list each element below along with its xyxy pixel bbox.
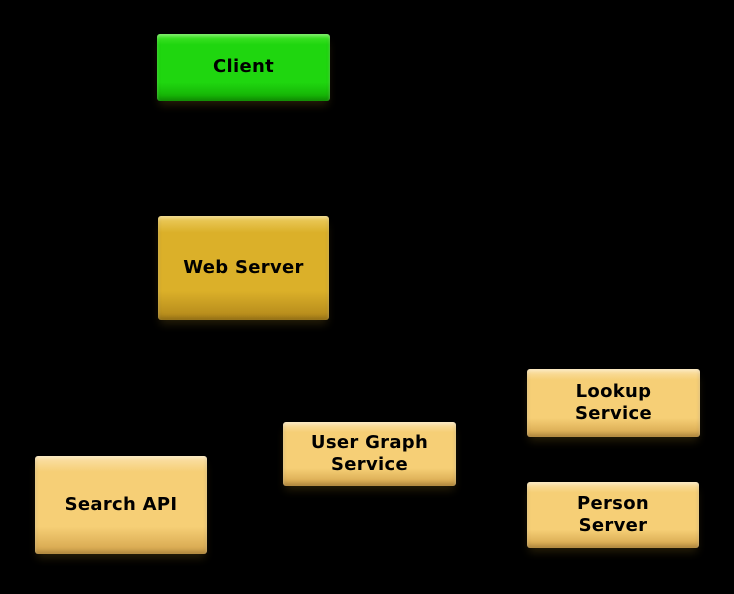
node-search-api: Search API (35, 456, 207, 554)
node-user-graph-service-label: User Graph Service (310, 431, 429, 476)
node-person-server: Person Server (527, 482, 699, 548)
node-web-server: Web Server (158, 216, 329, 320)
node-web-server-label: Web Server (183, 256, 304, 278)
node-user-graph-service: User Graph Service (283, 422, 456, 486)
node-client-label: Client (213, 56, 274, 78)
node-lookup-service-label: Lookup Service (575, 380, 652, 425)
node-client: Client (157, 34, 330, 101)
node-person-server-label: Person Server (577, 492, 649, 537)
node-lookup-service: Lookup Service (527, 369, 700, 437)
node-search-api-label: Search API (64, 493, 178, 515)
